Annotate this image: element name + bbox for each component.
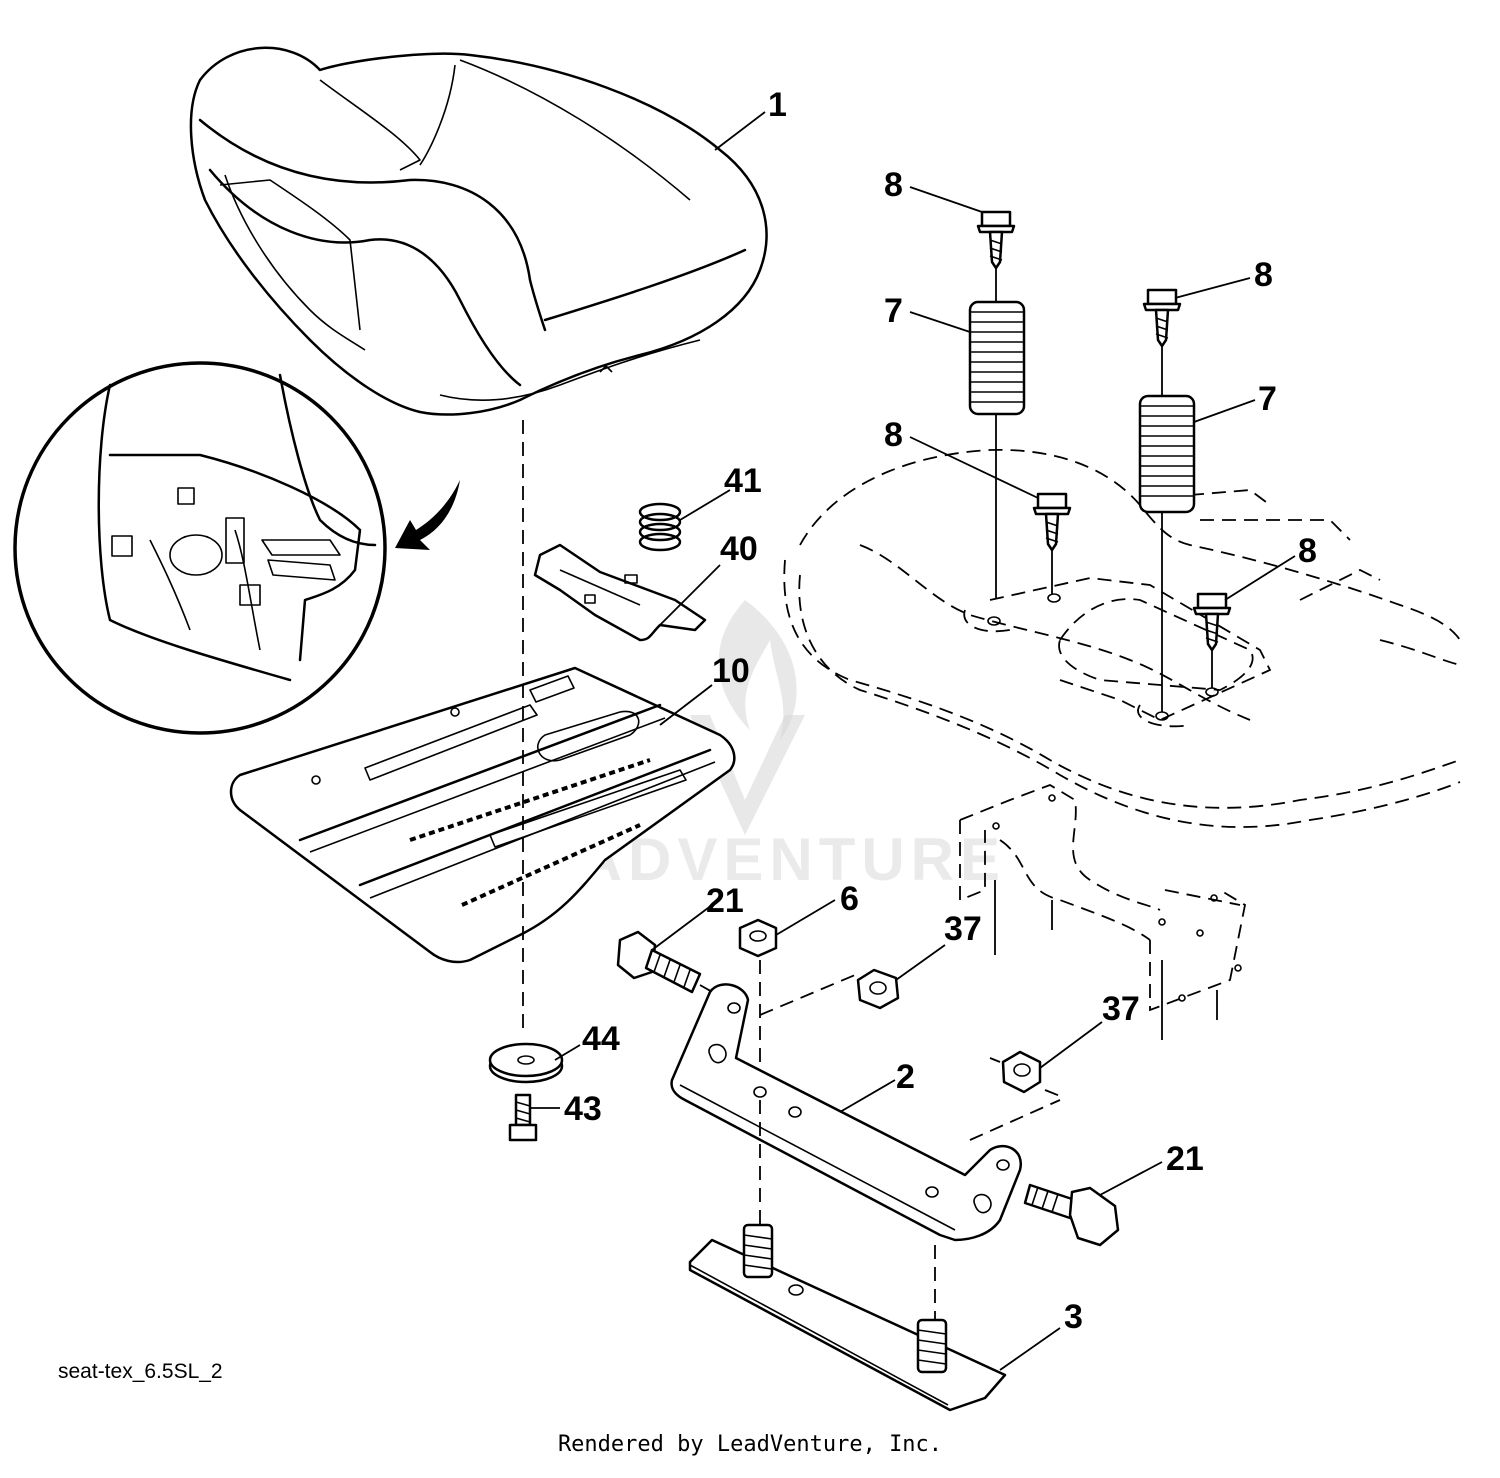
seat-pan-part-10: [229, 666, 736, 964]
nut-part-37-lower: [969, 1050, 1061, 1141]
callout-40: 40: [720, 530, 758, 568]
callout-2: 2: [896, 1058, 915, 1096]
washer-part-44: [488, 1042, 564, 1084]
callout-43: 43: [564, 1090, 602, 1128]
rendered-by-footer: Rendered by LeadVenture, Inc.: [557, 1432, 943, 1457]
callout-21-b: 21: [1166, 1140, 1204, 1178]
seat-part-1: [189, 46, 768, 416]
callout-8-d: 8: [1298, 532, 1317, 570]
callout-10: 10: [712, 652, 750, 690]
frame-bracket-outline: [959, 784, 1247, 1040]
callout-8-b: 8: [1254, 256, 1273, 294]
callout-6: 6: [840, 880, 859, 918]
spring-part-7-right: [1138, 394, 1196, 514]
spring-part-41: [638, 502, 682, 552]
callout-44: 44: [582, 1020, 620, 1058]
stud-right: [916, 1318, 948, 1374]
diagram-caption: seat-tex_6.5SL_2: [58, 1360, 223, 1383]
callout-leaders: [530, 111, 1296, 1371]
callout-41: 41: [724, 462, 762, 500]
callout-labels: 1 8 8 7 7 8 8 41 40 10 21 6 37 37 44 43 …: [564, 86, 1317, 1336]
callout-21-a: 21: [706, 882, 744, 920]
fender-outline: [783, 449, 1461, 828]
nut-part-37-upper: [759, 968, 900, 1016]
bolt-part-8-mid-left: [1032, 492, 1072, 552]
callout-8-c: 8: [884, 416, 903, 454]
callout-3: 3: [1064, 1298, 1083, 1336]
bolt-part-8-mid-right: [1192, 592, 1232, 652]
detail-magnifier: [13, 361, 460, 735]
bolt-part-21-right: [1023, 1183, 1120, 1247]
bolt-part-8-top-left: [976, 210, 1016, 270]
spring-part-7-left: [968, 300, 1026, 416]
callout-7-a: 7: [884, 292, 903, 330]
callout-37-b: 37: [1102, 990, 1140, 1028]
callout-1: 1: [768, 86, 787, 124]
bolt-part-8-top-right: [1142, 288, 1182, 348]
bracket-part-2: [670, 983, 1023, 1320]
plate-part-3: [688, 1223, 1007, 1412]
callout-7-b: 7: [1258, 380, 1277, 418]
bolt-part-43: [508, 1093, 538, 1142]
latch-plate-part-40: [533, 543, 707, 642]
nut-part-6: [738, 918, 778, 1080]
callout-37-a: 37: [944, 910, 982, 948]
stud-left: [742, 1223, 774, 1279]
callout-8-a: 8: [884, 166, 903, 204]
